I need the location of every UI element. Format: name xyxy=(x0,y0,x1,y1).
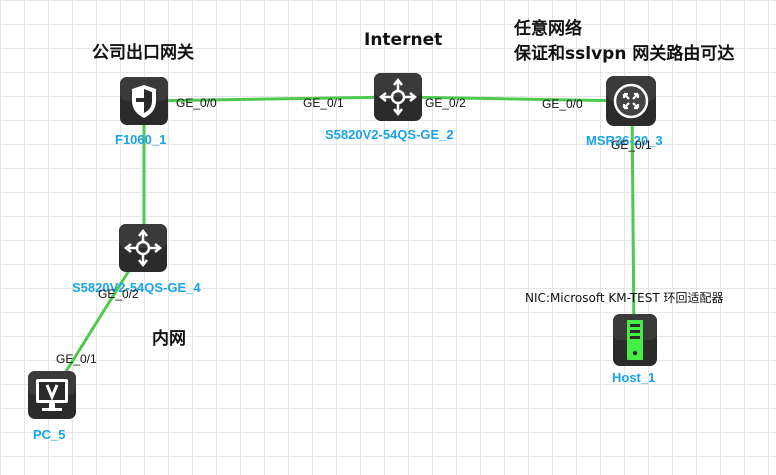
link-access-switch-to-pc[interactable] xyxy=(50,247,145,395)
port-label-router-ge01: GE_0/1 xyxy=(611,138,652,152)
router-device[interactable] xyxy=(605,75,657,127)
note-gateway: 公司出口网关 xyxy=(92,43,194,63)
pc-device[interactable] xyxy=(27,370,77,420)
monitor-icon xyxy=(28,371,76,419)
device-label-host: Host_1 xyxy=(612,370,656,385)
core-switch-device[interactable] xyxy=(373,72,423,122)
device-label-core-switch: S5820V2-54QS-GE_2 xyxy=(325,127,454,142)
device-label-pc: PC_5 xyxy=(33,427,66,442)
router-icon xyxy=(606,76,656,126)
link-fw-to-core-switch[interactable] xyxy=(142,95,399,103)
note-lan: 内网 xyxy=(152,329,186,349)
port-label-sw2-ge02: GE_0/2 xyxy=(425,96,466,110)
device-label-router: MSR36-20_3 xyxy=(586,133,663,148)
note-internet: Internet xyxy=(364,30,443,50)
firewall-device[interactable] xyxy=(119,76,169,126)
server-tower-icon xyxy=(613,314,657,366)
port-label-pc-ge01: GE_0/1 xyxy=(56,352,97,366)
port-label-sw4-ge02: GE_0/2 xyxy=(98,287,139,301)
switch-arrows-icon xyxy=(374,73,422,121)
note-any-network: 任意网络 xyxy=(514,19,582,39)
host-device[interactable] xyxy=(612,313,658,367)
access-switch-device[interactable] xyxy=(118,223,168,273)
device-label-firewall: F1060_1 xyxy=(115,132,167,147)
device-label-access-switch: S5820V2-54QS-GE_4 xyxy=(72,280,201,295)
port-label-fw-ge00: GE_0/0 xyxy=(176,96,217,110)
link-router-to-host[interactable] xyxy=(630,100,636,341)
port-label-router-ge00: GE_0/0 xyxy=(542,97,583,111)
switch-arrows-icon xyxy=(119,224,167,272)
link-core-switch-to-router[interactable] xyxy=(397,95,631,103)
port-label-sw2-ge01: GE_0/1 xyxy=(303,96,344,110)
note-route-reachable: 保证和sslvpn 网关路由可达 xyxy=(514,44,735,64)
host-nic-label: NIC:Microsoft KM-TEST 环回适配器 xyxy=(525,291,724,305)
firewall-shield-icon xyxy=(120,77,168,125)
